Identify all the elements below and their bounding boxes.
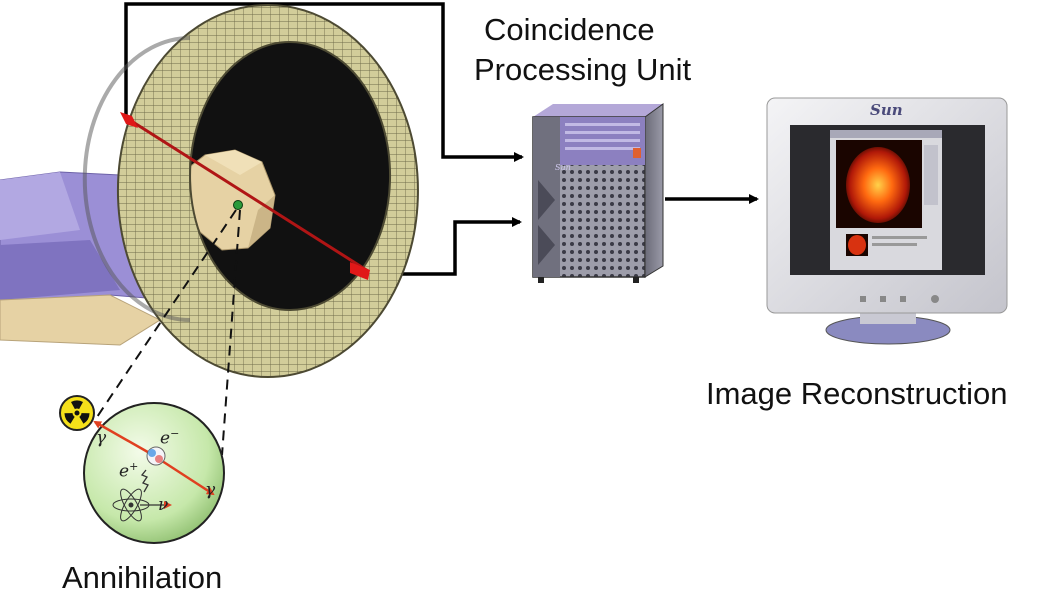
annihilation-label: Annihilation — [62, 560, 223, 595]
detector-ring — [82, 4, 419, 378]
gamma-photon-symbol-1: γ — [96, 428, 107, 448]
zoom-lines — [94, 209, 241, 456]
processing-unit-label-line1: Coincidence — [484, 12, 655, 47]
annihilation-sphere — [83, 402, 225, 544]
electron-symbol: e− — [160, 427, 180, 449]
processing-unit-server — [532, 103, 664, 283]
annihilation-point — [233, 200, 243, 210]
coincidence-line — [120, 112, 370, 280]
processing-unit-label-line2: Processing Unit — [474, 52, 692, 87]
radiation-hazard-icon — [59, 395, 95, 431]
server-brand-logo: Sun — [555, 163, 571, 172]
image-reconstruction-label: Image Reconstruction — [706, 376, 1008, 411]
gamma-photon-symbol-2: γ — [205, 480, 216, 500]
monitor — [766, 97, 1008, 345]
positron-symbol: e+ — [119, 460, 139, 482]
pet-scan-image — [846, 147, 910, 223]
monitor-brand-logo: Sun — [870, 101, 903, 119]
neutrino-symbol: ν — [158, 495, 169, 515]
ring-to-cpu-wires — [124, 2, 524, 276]
